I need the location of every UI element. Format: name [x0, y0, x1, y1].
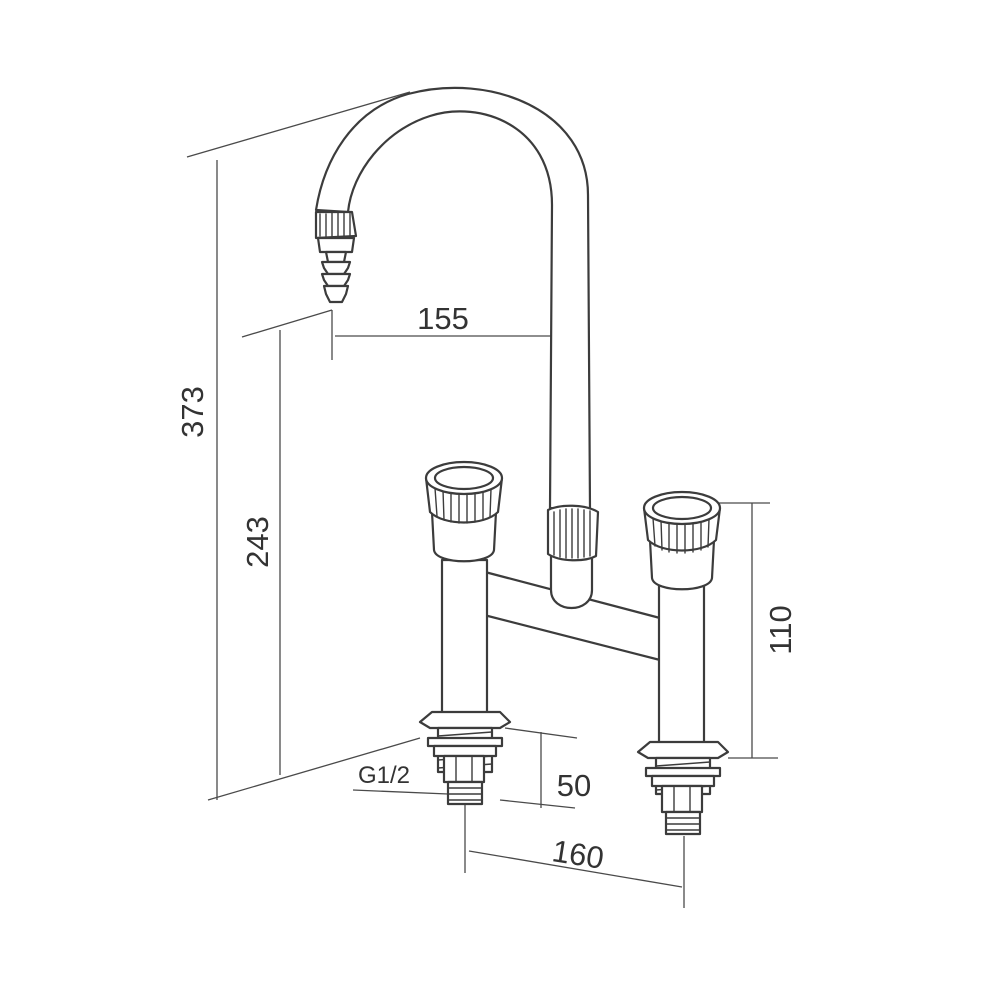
overall-height-label: 373	[175, 386, 210, 438]
right-valve-pillar	[636, 490, 730, 836]
handle-height-label: 110	[763, 605, 798, 654]
spout-reach-label: 155	[417, 301, 469, 336]
left-valve-pillar	[418, 460, 512, 806]
spout-socket	[546, 504, 600, 610]
spout-height-label: 243	[240, 516, 275, 568]
center-distance-label: 160	[550, 833, 607, 876]
dimension-lines	[186, 91, 778, 908]
thread-size-label: G1/2	[358, 762, 410, 789]
shank-length-label: 50	[557, 768, 591, 803]
gooseneck-spout	[314, 86, 592, 512]
